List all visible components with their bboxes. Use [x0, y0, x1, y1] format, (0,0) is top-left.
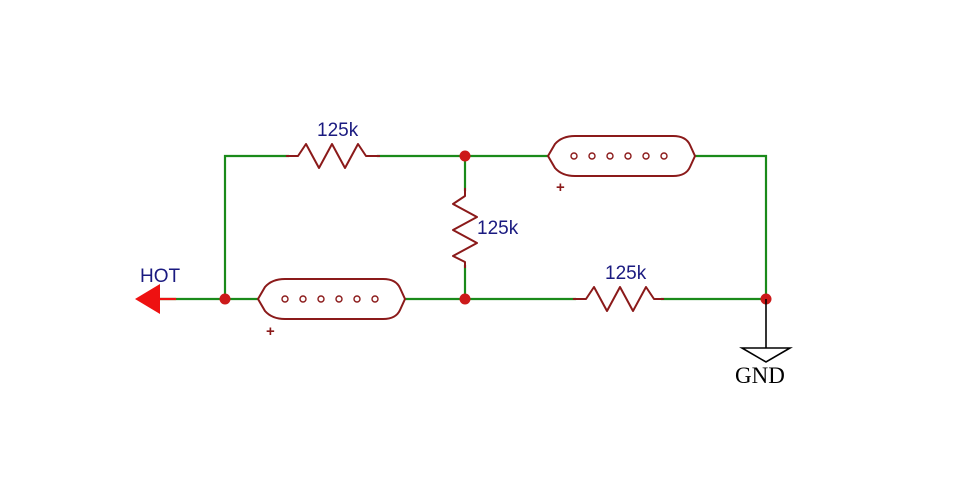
pickup-top-pole [588, 152, 596, 160]
pickup-top-pole [606, 152, 614, 160]
pickup-top-pole [570, 152, 578, 160]
hot-output-port: HOT [135, 266, 181, 314]
pickup-bottom-pole [335, 295, 343, 303]
ground-icon [739, 347, 793, 363]
junction-node-left [219, 293, 231, 305]
wire-top-pickup-to-right [691, 154, 768, 301]
wire-left-vertical [223, 154, 290, 301]
pickup-bottom-pole [371, 295, 379, 303]
pickup-top-pole [660, 152, 668, 160]
resistor-bottom-value: 125k [605, 263, 647, 284]
ground: GND [735, 299, 793, 388]
resistor-top-value: 125k [317, 120, 359, 141]
resistor-top: 125k [286, 120, 380, 169]
pickup-bottom-pole [353, 295, 361, 303]
pickup-top-pole [624, 152, 632, 160]
pickup-bottom-pole [281, 295, 289, 303]
wires [158, 154, 768, 301]
gnd-label: GND [735, 363, 785, 388]
resistor-middle-value: 125k [477, 218, 519, 239]
pickup-bottom: + [256, 278, 407, 340]
junction-node-center [459, 293, 471, 305]
junction-node-top-middle [459, 150, 471, 162]
pickup-top-pole [642, 152, 650, 160]
pickup-bottom-pole [299, 295, 307, 303]
hot-arrow-icon [135, 284, 160, 314]
hot-label: HOT [140, 266, 181, 287]
pickup-top-polarity: + [556, 179, 565, 196]
resistor-middle: 125k [452, 188, 519, 268]
junction-nodes [219, 150, 772, 305]
pickup-bottom-polarity: + [266, 323, 275, 340]
pickup-bottom-pole [317, 295, 325, 303]
resistor-bottom: 125k [573, 263, 664, 312]
pickup-top: + [546, 135, 697, 196]
